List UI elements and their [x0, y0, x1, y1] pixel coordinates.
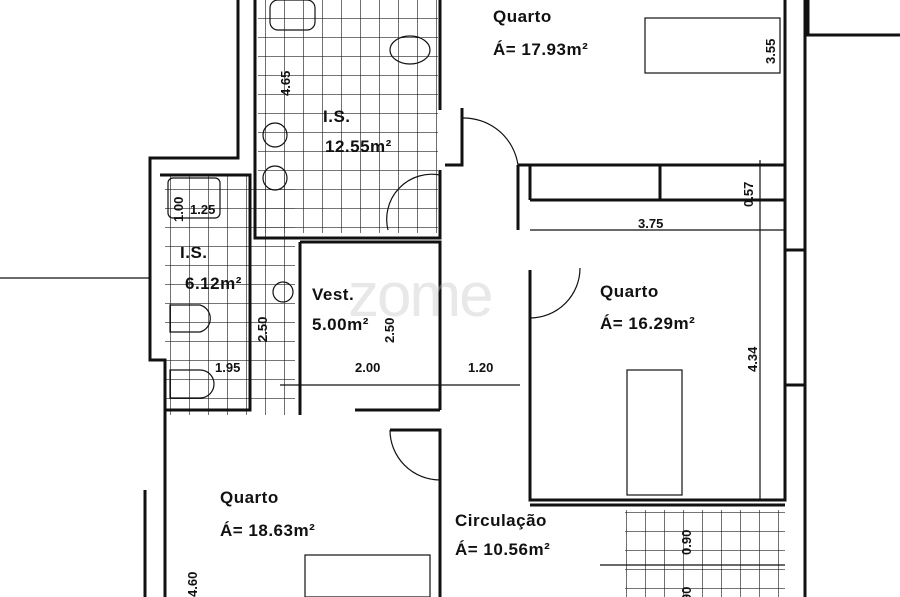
dimension-label: 4.65 — [278, 70, 293, 96]
dimension-label: 1.00 — [171, 196, 186, 222]
fixtures — [0, 0, 785, 597]
dimension-label: 3.75 — [638, 216, 664, 231]
dimension-label: 0.90 — [679, 529, 694, 555]
stair-treads — [625, 510, 785, 597]
room-area-is-large: 12.55m² — [325, 137, 392, 156]
room-area-circulacao: Á= 10.56m² — [455, 540, 551, 559]
dimension-label: 2.00 — [355, 360, 381, 375]
dimension-label: 4.60 — [185, 571, 200, 597]
dimension-label: 2.50 — [255, 316, 270, 342]
dimension-label: 1.25 — [190, 202, 216, 217]
room-area-quarto-top: Á= 17.93m² — [493, 40, 589, 59]
dimension-label: 1.20 — [468, 360, 494, 375]
dimension-label: 4.34 — [745, 346, 760, 372]
dimension-label: 2.50 — [382, 317, 397, 343]
room-name-circulacao: Circulação — [455, 511, 547, 530]
room-name-is-small: I.S. — [180, 243, 208, 262]
room-name-quarto-bottom: Quarto — [220, 488, 279, 507]
room-name-quarto-top: Quarto — [493, 7, 552, 26]
dimension-label: 1.95 — [215, 360, 241, 375]
dimension-label: 0.57 — [741, 181, 756, 207]
room-area-quarto-bottom: Á= 18.63m² — [220, 521, 316, 540]
room-area-vest: 5.00m² — [312, 315, 369, 334]
walls — [143, 0, 900, 597]
room-name-vest: Vest. — [312, 285, 355, 304]
dimension-label: 0.90 — [679, 587, 694, 597]
room-area-is-small: 6.12m² — [185, 274, 242, 293]
watermark: zome — [348, 261, 494, 330]
room-name-is-large: I.S. — [323, 107, 351, 126]
room-area-quarto-right: Á= 16.29m² — [600, 314, 696, 333]
room-name-quarto-right: Quarto — [600, 282, 659, 301]
dimension-label: 3.55 — [763, 38, 778, 64]
